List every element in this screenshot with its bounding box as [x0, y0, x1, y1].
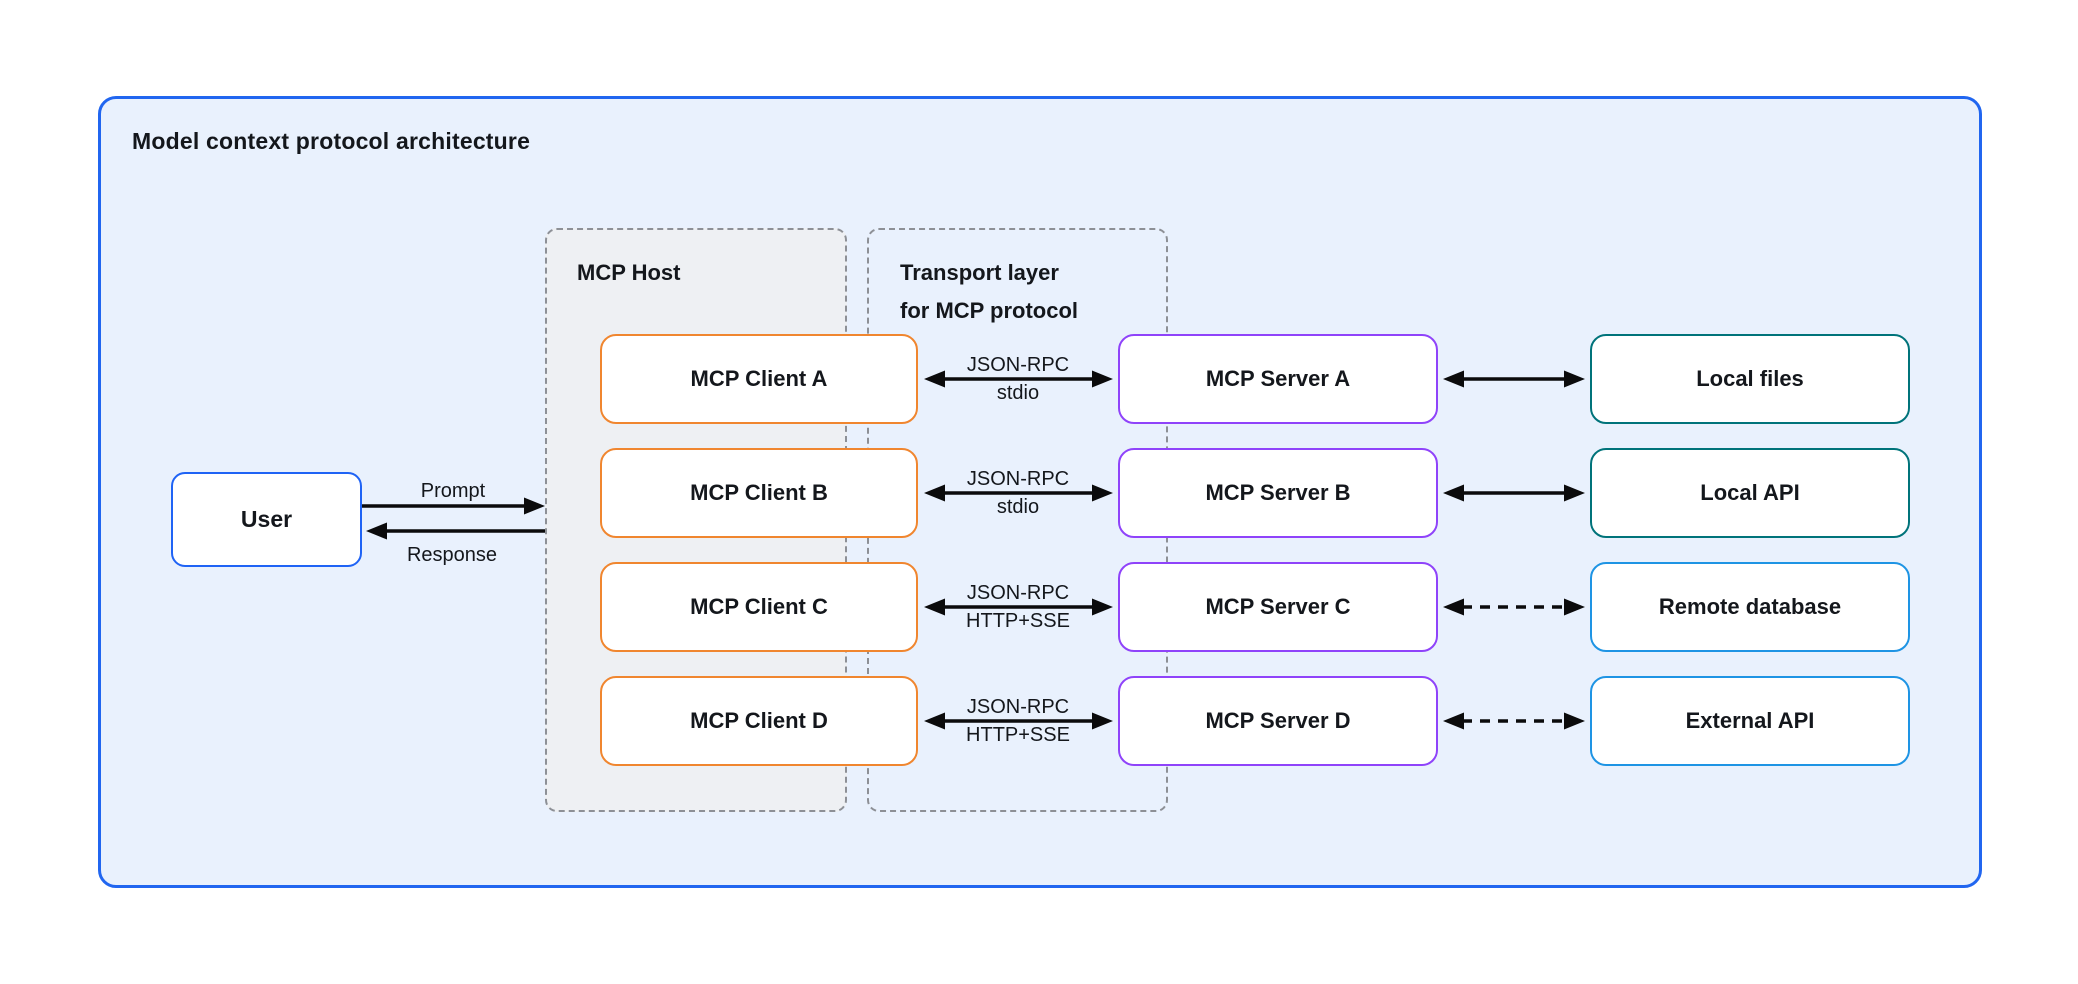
node-mcp-client-b: MCP Client B [600, 448, 918, 538]
label-link-d-transport: HTTP+SSE [966, 724, 1070, 746]
node-mcp-client-d: MCP Client D [600, 676, 918, 766]
label-link-b-protocol: JSON-RPC [966, 468, 1070, 490]
transport-layer-group-label-line2: for MCP protocol [900, 298, 1079, 323]
label-prompt: Prompt [420, 480, 486, 502]
node-mcp-server-b: MCP Server B [1118, 448, 1438, 538]
node-external-api: External API [1590, 676, 1910, 766]
mcp-host-group-label: MCP Host [577, 260, 681, 285]
label-link-a-protocol: JSON-RPC [966, 354, 1070, 376]
label-response: Response [406, 544, 498, 566]
label-link-c-transport: HTTP+SSE [966, 610, 1070, 632]
node-user: User [171, 472, 362, 567]
node-local-api: Local API [1590, 448, 1910, 538]
label-link-b-transport: stdio [996, 496, 1040, 518]
diagram-title: Model context protocol architecture [132, 128, 531, 154]
label-link-c-protocol: JSON-RPC [966, 582, 1070, 604]
node-mcp-server-d: MCP Server D [1118, 676, 1438, 766]
label-link-d-protocol: JSON-RPC [966, 696, 1070, 718]
transport-layer-group-label-line1: Transport layer [900, 260, 1059, 285]
label-link-a-transport: stdio [996, 382, 1040, 404]
node-mcp-client-a: MCP Client A [600, 334, 918, 424]
node-mcp-client-c: MCP Client C [600, 562, 918, 652]
node-local-files: Local files [1590, 334, 1910, 424]
node-mcp-server-c: MCP Server C [1118, 562, 1438, 652]
node-mcp-server-a: MCP Server A [1118, 334, 1438, 424]
node-remote-database: Remote database [1590, 562, 1910, 652]
